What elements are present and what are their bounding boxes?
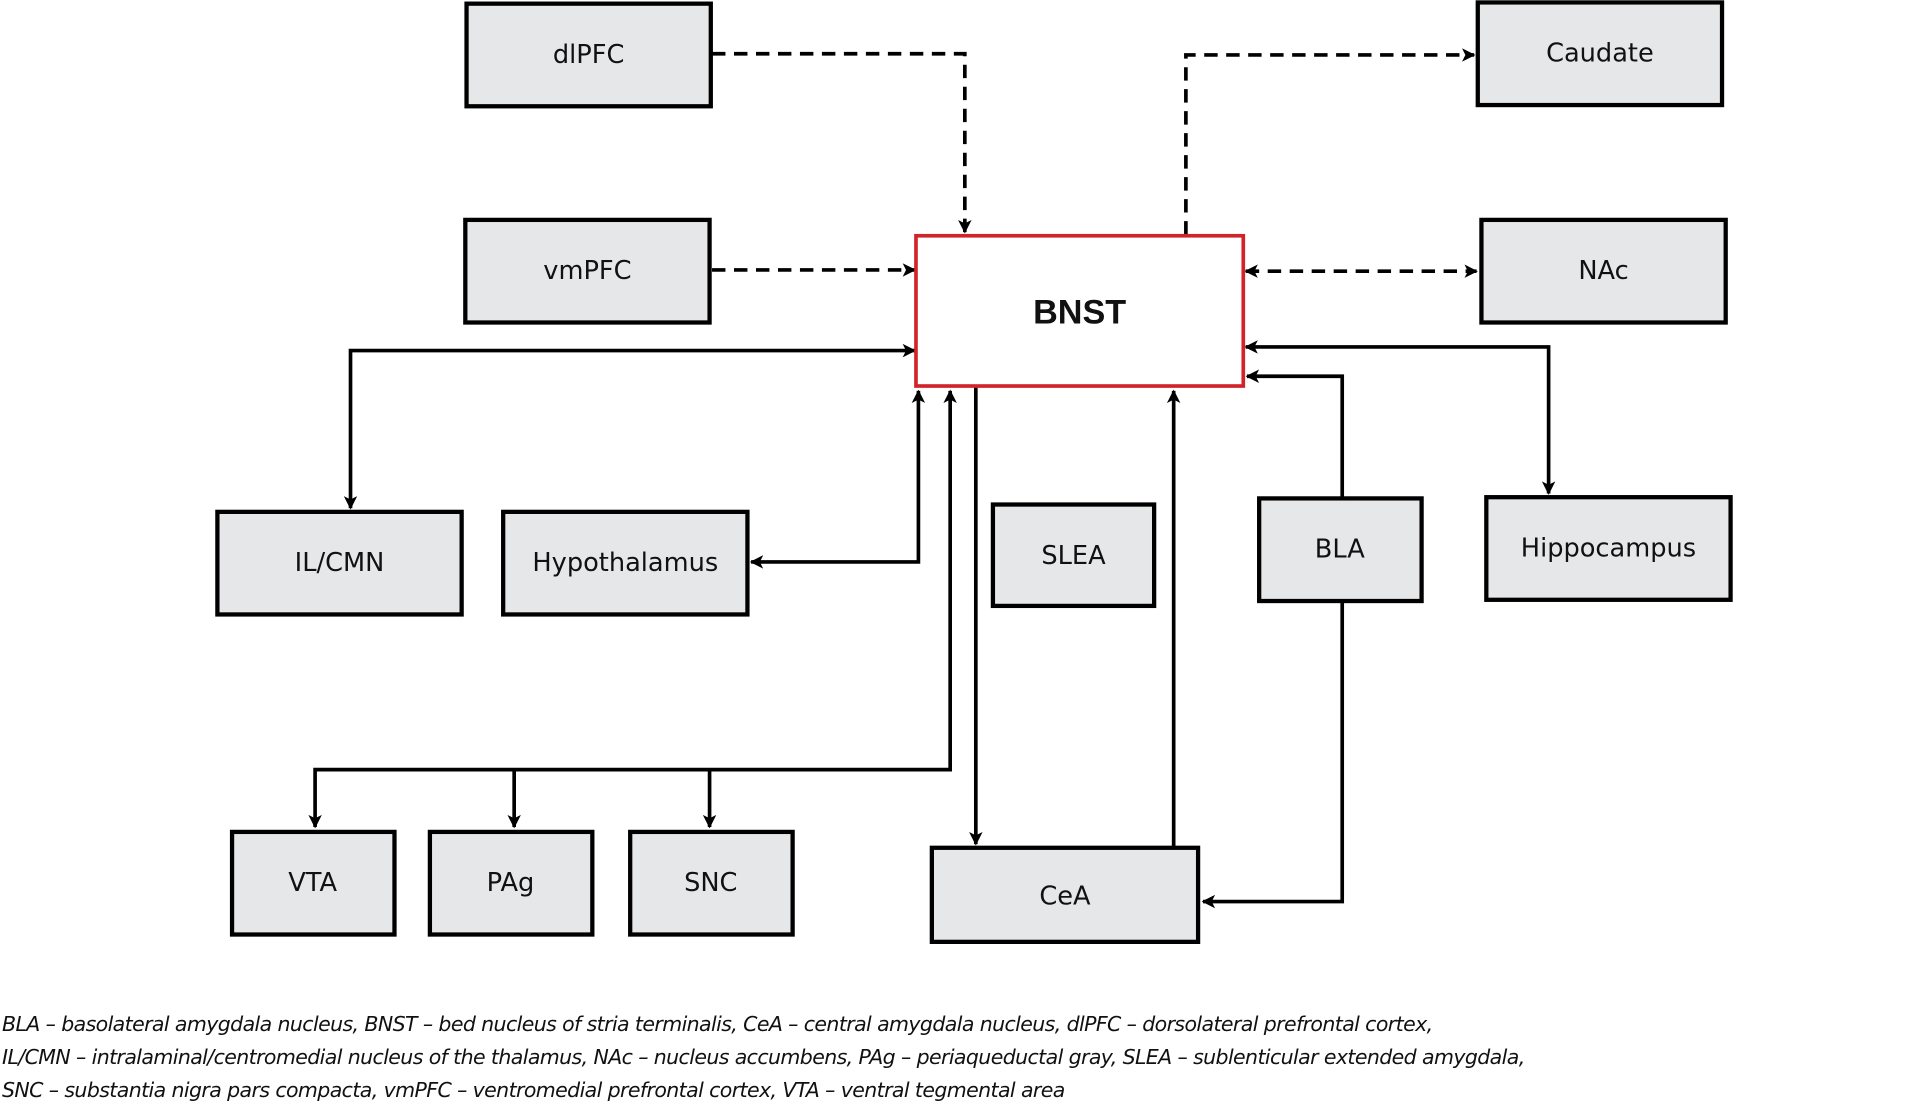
- figure-legend: BLA – basolateral amygdala nucleus, BNST…: [2, 1008, 1912, 1107]
- node-slea: SLEA: [990, 502, 1157, 609]
- node-vmpfc: vmPFC: [463, 217, 712, 325]
- legend-line: IL/CMN – intralaminal/centromedial nucle…: [2, 1045, 1525, 1069]
- node-nac: NAc: [1479, 217, 1728, 325]
- node-label: SLEA: [1041, 541, 1106, 571]
- node-label: Hypothalamus: [532, 548, 718, 578]
- node-label: dlPFC: [553, 40, 625, 70]
- node-label: PAg: [487, 868, 535, 898]
- node-vta: VTA: [229, 829, 397, 937]
- node-label: IL/CMN: [295, 548, 385, 578]
- legend-line: BLA – basolateral amygdala nucleus, BNST…: [2, 1012, 1433, 1036]
- node-label: NAc: [1578, 256, 1628, 286]
- node-snc: SNC: [628, 829, 795, 937]
- node-label: Hippocampus: [1521, 533, 1696, 563]
- node-label: VTA: [288, 868, 337, 898]
- edge-bla-bnst: [1245, 369, 1345, 499]
- node-dlpfc: dlPFC: [464, 1, 713, 109]
- node-bnst: BNST: [914, 233, 1246, 388]
- edge-dlpfc-bnst: [712, 51, 972, 234]
- edge-bnst-brainstem: [308, 389, 957, 829]
- node-label: CeA: [1039, 882, 1091, 912]
- node-bla: BLA: [1257, 496, 1424, 604]
- node-label: Caudate: [1546, 39, 1654, 69]
- node-label: vmPFC: [543, 256, 631, 286]
- edge-bnst-ilcmn: [343, 343, 917, 510]
- node-cea: CeA: [929, 845, 1201, 944]
- node-hippocampus: Hippocampus: [1484, 495, 1733, 602]
- legend-line: SNC – substantia nigra pars compacta, vm…: [2, 1078, 1065, 1102]
- node-pag: PAg: [427, 829, 595, 937]
- edge-bnst-hypothalamus: [749, 389, 926, 569]
- edge-bla-cea: [1201, 602, 1345, 909]
- node-ilcmn: IL/CMN: [215, 509, 464, 617]
- node-hypothalamus: Hypothalamus: [501, 509, 750, 617]
- node-label: BLA: [1315, 535, 1365, 565]
- edge-bnst-caudate: [1184, 48, 1476, 235]
- node-caudate: Caudate: [1475, 0, 1725, 108]
- node-label: SNC: [684, 868, 737, 898]
- edge-bnst-hippocampus: [1244, 340, 1556, 495]
- node-label: BNST: [1033, 294, 1126, 332]
